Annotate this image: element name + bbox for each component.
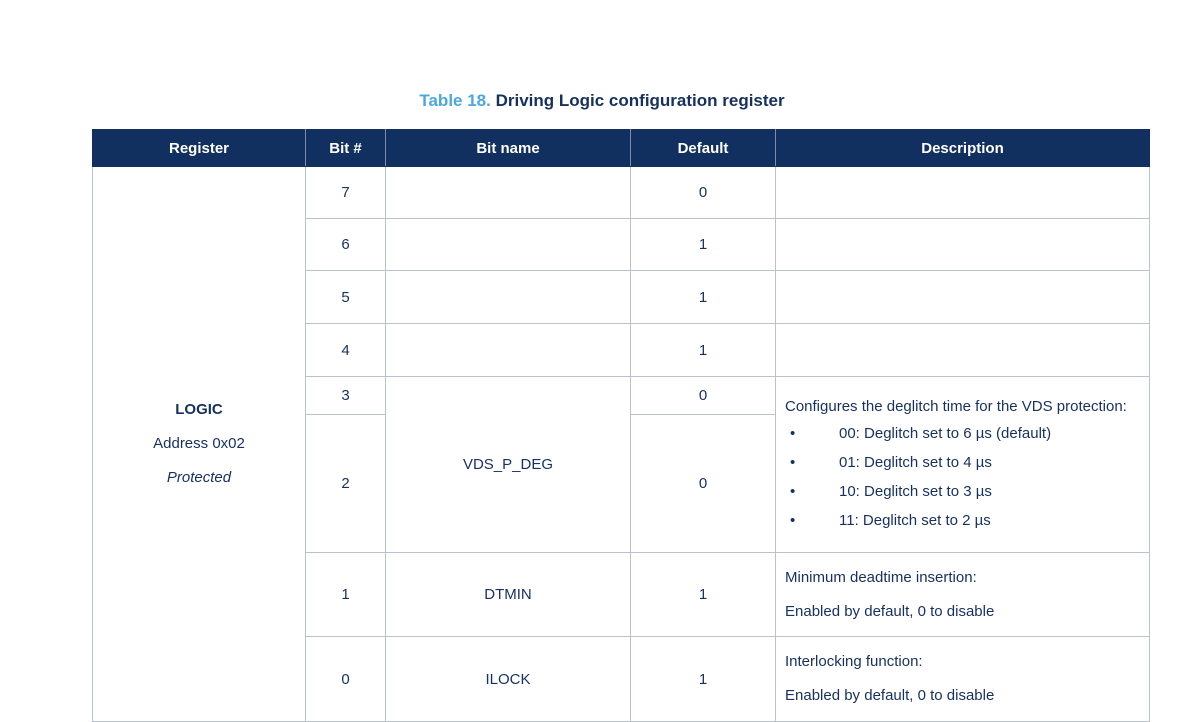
description-line: Minimum deadtime insertion:: [785, 568, 977, 586]
description-vds-p-deg: Configures the deglitch time for the VDS…: [775, 376, 1150, 553]
bit-name-6: [385, 218, 631, 271]
table-caption-title: Driving Logic configuration register: [495, 91, 785, 110]
list-item-label: 10: Deglitch set to 3 µs: [839, 482, 992, 500]
bit-name-7: [385, 166, 631, 219]
default-6: 1: [630, 218, 776, 271]
list-item: • 10: Deglitch set to 3 µs: [785, 477, 1141, 506]
register-cell: LOGIC Address 0x02 Protected: [92, 166, 306, 722]
bit-name-dtmin: DTMIN: [385, 552, 631, 637]
list-item: • 00: Deglitch set to 6 µs (default): [785, 419, 1141, 448]
bit-number-6: 6: [305, 218, 386, 271]
default-4: 1: [630, 323, 776, 377]
bit-name-vds-p-deg: VDS_P_DEG: [385, 376, 631, 553]
table-row: 6 1: [93, 218, 1150, 271]
list-item-label: 00: Deglitch set to 6 µs (default): [839, 424, 1052, 442]
bit-name-4: [385, 323, 631, 377]
table-header-row: Register Bit # Bit name Default Descript…: [92, 129, 1150, 167]
description-line: Interlocking function:: [785, 653, 923, 670]
column-header-description: Description: [775, 129, 1150, 167]
deglitch-options-list: • 00: Deglitch set to 6 µs (default) • 0…: [785, 419, 1141, 535]
bit-name-5: [385, 270, 631, 324]
default-3: 0: [630, 376, 776, 415]
description-lead: Configures the deglitch time for the VDS…: [785, 397, 1127, 415]
bit-number-4: 4: [305, 323, 386, 377]
column-header-register: Register: [92, 129, 306, 167]
description-7: [775, 166, 1150, 219]
description-line: Enabled by default, 0 to disable: [785, 687, 995, 704]
bit-number-2: 2: [305, 414, 386, 553]
bit-number-1: 1: [305, 552, 386, 637]
default-1: 1: [630, 552, 776, 637]
table-row: 1 DTMIN 1 Minimum deadtime insertion: En…: [93, 552, 1150, 637]
bullet-icon: •: [790, 511, 796, 529]
bullet-icon: •: [790, 424, 796, 442]
register-name: LOGIC: [175, 401, 223, 418]
list-item-label: 01: Deglitch set to 4 µs: [839, 453, 992, 471]
default-0: 1: [630, 636, 776, 722]
table-row: 5 1: [93, 270, 1150, 324]
table-caption-number: Table 18.: [419, 91, 491, 110]
description-ilock: Interlocking function: Enabled by defaul…: [775, 636, 1150, 722]
table-caption: Table 18. Driving Logic configuration re…: [0, 90, 1204, 112]
bit-number-7: 7: [305, 166, 386, 219]
list-item: • 01: Deglitch set to 4 µs: [785, 448, 1141, 477]
default-5: 1: [630, 270, 776, 324]
description-5: [775, 270, 1150, 324]
description-4: [775, 323, 1150, 377]
list-item: • 11: Deglitch set to 2 µs: [785, 506, 1141, 535]
register-address: Address 0x02: [153, 435, 245, 452]
table-row: 2 0: [93, 414, 1150, 553]
description-6: [775, 218, 1150, 271]
default-2: 0: [630, 414, 776, 553]
register-protection: Protected: [166, 469, 232, 486]
column-header-default: Default: [630, 129, 776, 167]
bit-number-5: 5: [305, 270, 386, 324]
driving-logic-configuration-register-table: Register Bit # Bit name Default Descript…: [92, 129, 1150, 722]
bullet-icon: •: [790, 453, 796, 471]
bit-name-ilock: ILOCK: [385, 636, 631, 722]
table-row: LOGIC Address 0x02 Protected 7 0: [92, 166, 1150, 722]
description-line: Enabled by default, 0 to disable: [785, 602, 995, 620]
column-header-bit-name: Bit name: [385, 129, 631, 167]
description-dtmin: Minimum deadtime insertion: Enabled by d…: [775, 552, 1150, 637]
column-header-bit-number: Bit #: [305, 129, 386, 167]
default-7: 0: [630, 166, 776, 219]
bit-number-3: 3: [305, 376, 386, 415]
table-row: 3 VDS_P_DEG 0 Configures the deglitch ti…: [93, 376, 1150, 553]
list-item-label: 11: Deglitch set to 2 µs: [839, 511, 991, 529]
bullet-icon: •: [790, 482, 796, 500]
bit-number-0: 0: [305, 636, 386, 722]
